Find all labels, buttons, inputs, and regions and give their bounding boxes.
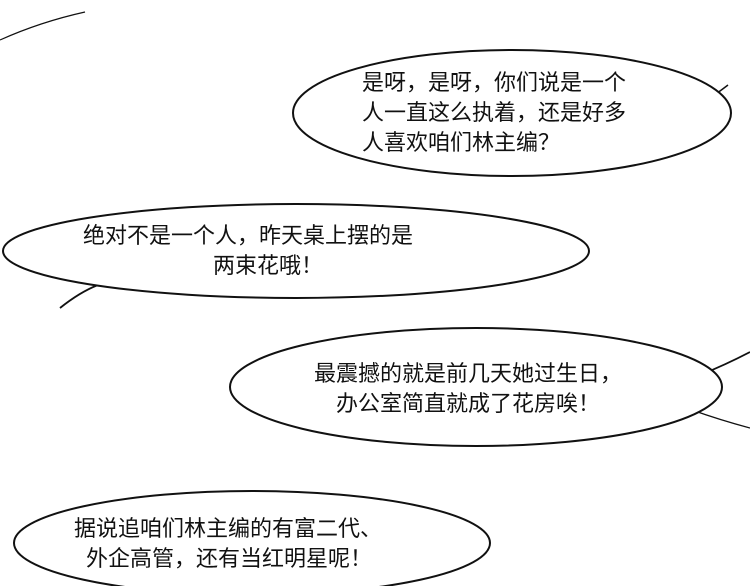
speech-bubble-3: [229, 327, 723, 447]
speech-line: 绝对不是一个人，昨天桌上摆的是: [83, 224, 414, 249]
speech-line: 是呀，是呀，你们说是一个: [362, 71, 627, 96]
speech-line: 人喜欢咱们林主编？: [362, 131, 561, 156]
speech-bubble-4: [13, 490, 491, 586]
background-curve-line: [0, 11, 86, 41]
speech-line: 办公室简直就成了花房唉！: [336, 392, 601, 417]
speech-tail-line-2: [59, 284, 99, 309]
speech-bubble-2: [2, 203, 590, 299]
speech-line: 两束花哦！: [213, 254, 324, 279]
speech-line: 最震撼的就是前几天她过生日，: [314, 362, 623, 387]
speech-bubble-1-text: 是呀，是呀，你们说是一个 人一直这么执着，还是好多 人喜欢咱们林主编？: [362, 69, 626, 159]
speech-line: 人一直这么执着，还是好多: [362, 101, 627, 126]
speech-line: 据说追咱们林主编的有富二代、: [74, 517, 383, 542]
speech-bubble-3-text: 最震撼的就是前几天她过生日， 办公室简直就成了花房唉！: [314, 360, 622, 420]
speech-bubble-1: [292, 49, 732, 177]
speech-line: 外企高管，还有当红明星呢！: [86, 547, 373, 572]
speech-bubble-2-text: 绝对不是一个人，昨天桌上摆的是 两束花哦！: [83, 222, 413, 282]
speech-bubble-4-text: 据说追咱们林主编的有富二代、 外企高管，还有当红明星呢！: [74, 515, 382, 575]
